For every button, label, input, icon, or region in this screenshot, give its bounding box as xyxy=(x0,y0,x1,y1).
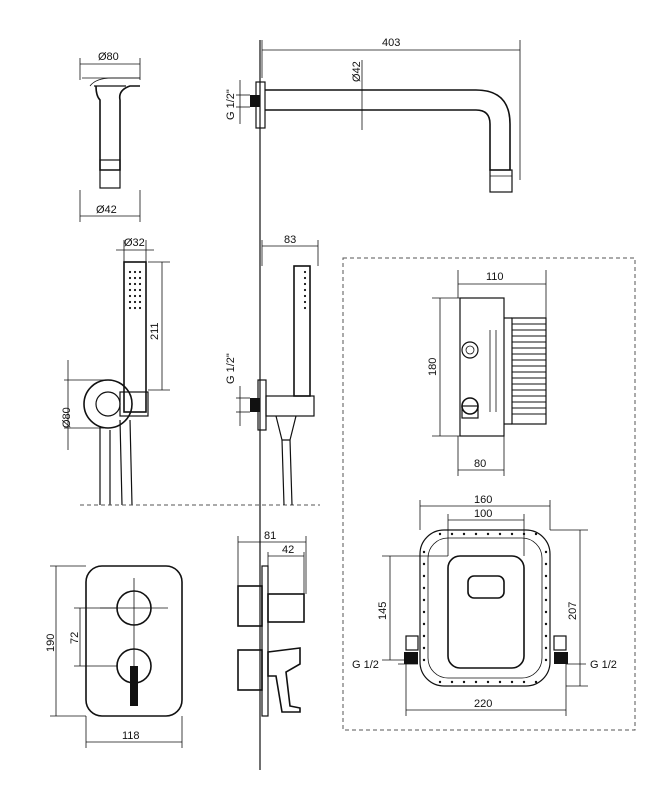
mixer-side-view: 81 42 xyxy=(237,530,307,717)
plate-height-label: 190 xyxy=(45,634,57,652)
box-width-label: 110 xyxy=(486,271,504,283)
cover-plate-front-view: 190 72 118 xyxy=(45,565,183,748)
spout-thread-label: G 1/2" xyxy=(225,89,237,120)
box-height-label: 180 xyxy=(427,358,439,376)
frame-thread-left-label: G 1/2 xyxy=(352,659,379,671)
spout-top-dia-label: Ø80 xyxy=(98,51,119,63)
holder-dia-label: Ø80 xyxy=(61,407,73,428)
hand-length-label: 211 xyxy=(149,322,161,340)
frame-outer-label: 160 xyxy=(474,494,492,506)
concealed-box-view: 110 180 80 xyxy=(427,270,547,476)
frame-width-label: 220 xyxy=(474,698,492,710)
hand-shower-front-view: 83 G 1/2" xyxy=(225,234,319,506)
box-depth-label: 80 xyxy=(474,458,486,470)
frame-height-left-label: 145 xyxy=(377,602,389,620)
spout-pipe-dia-label: Ø42 xyxy=(351,61,363,82)
frame-perforations xyxy=(422,532,548,684)
hand-shower-side-view: Ø32 211 Ø80 xyxy=(61,237,320,506)
spout-length-label: 403 xyxy=(382,37,400,49)
frame-inner-label: 100 xyxy=(474,508,492,520)
concealed-body-panel xyxy=(342,257,636,731)
frame-thread-right-label: G 1/2 xyxy=(590,659,617,671)
plate-width-label: 118 xyxy=(122,730,140,742)
frame-height-right-label: 207 xyxy=(567,602,579,620)
plate-knob-spacing-label: 72 xyxy=(69,632,81,644)
spout-bottom-dia-label: Ø42 xyxy=(96,204,117,216)
holder-thread-label: G 1/2" xyxy=(225,353,237,384)
spout-front-view: 403 Ø42 G 1/2" xyxy=(225,37,521,193)
spout-side-view: Ø80 Ø42 xyxy=(79,51,141,222)
knob-depth-label: 81 xyxy=(264,530,276,542)
knob-depth-inner-label: 42 xyxy=(282,544,294,556)
mounting-frame-view: 160 100 145 207 G 1/2 G 1/2 220 xyxy=(352,494,617,716)
holder-depth-label: 83 xyxy=(284,234,296,246)
hand-dia-label: Ø32 xyxy=(124,237,145,249)
